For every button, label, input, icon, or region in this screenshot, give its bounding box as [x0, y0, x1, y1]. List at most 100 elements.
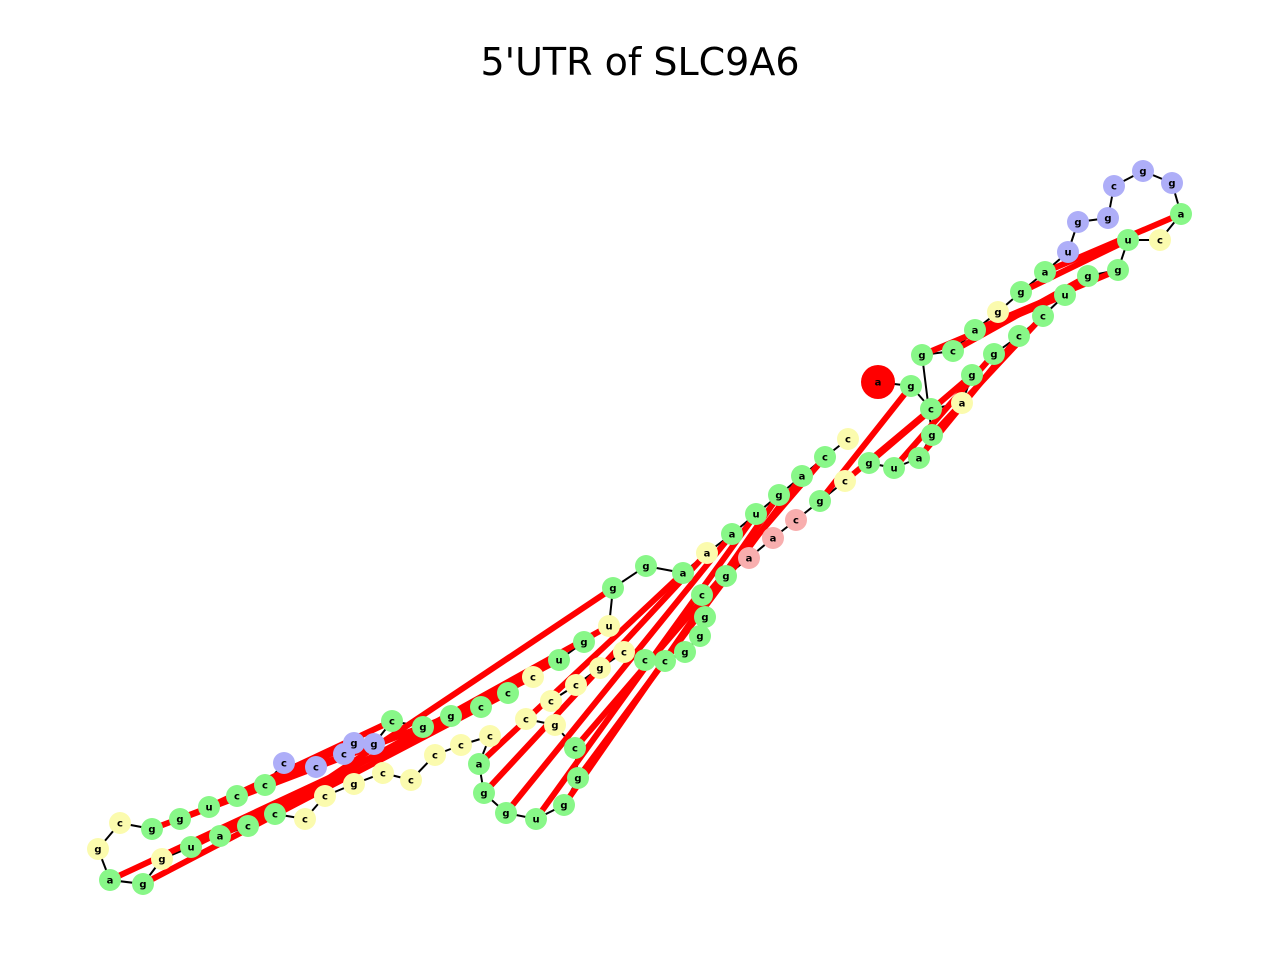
nucleotide-node — [470, 696, 492, 718]
nucleotide-node — [791, 465, 813, 487]
nucleotide-node — [573, 631, 595, 653]
nucleotide-node — [987, 301, 1009, 323]
nucleotide-node — [834, 470, 856, 492]
nucleotide-label: g — [580, 638, 587, 649]
nucleotide-77: c — [254, 774, 276, 796]
nucleotide-label: c — [822, 453, 828, 464]
nucleotide-node — [1103, 175, 1125, 197]
nucleotide-node — [983, 343, 1005, 365]
nucleotide-18: g — [1097, 207, 1119, 229]
nucleotide-22: g — [1010, 281, 1032, 303]
nucleotide-75: u — [198, 796, 220, 818]
nucleotide-30: g — [858, 452, 880, 474]
nucleotide-node — [1010, 281, 1032, 303]
nucleotide-node — [1132, 160, 1154, 182]
nucleotide-label: c — [842, 477, 848, 488]
nucleotide-66: a — [209, 825, 231, 847]
nucleotide-45: c — [565, 674, 587, 696]
nucleotide-label: g — [1017, 288, 1024, 299]
nucleotide-node — [294, 808, 316, 830]
nucleotide-43: c — [613, 641, 635, 663]
nucleotide-69: g — [132, 873, 154, 895]
nucleotide-node — [837, 428, 859, 450]
nucleotide-label: c — [380, 769, 386, 780]
nucleotide-39: g — [689, 625, 711, 647]
nucleotide-41: c — [654, 650, 676, 672]
nucleotide-label: a — [107, 876, 114, 887]
nucleotide-24: a — [964, 319, 986, 341]
nucleotide-67: u — [180, 836, 202, 858]
five-prime-end-node — [861, 365, 895, 399]
nucleotide-82: g — [363, 733, 385, 755]
nucleotide-label: c — [245, 822, 251, 833]
nucleotide-node — [109, 812, 131, 834]
nucleotide-label: c — [505, 689, 511, 700]
nucleotide-label: g — [1084, 272, 1091, 283]
nucleotide-label: c — [950, 347, 956, 358]
nucleotide-label: g — [148, 825, 155, 836]
nucleotide-label: c — [313, 763, 319, 774]
nucleotide-16: g — [1132, 160, 1154, 182]
nucleotide-label: g — [722, 572, 729, 583]
nucleotide-label: a — [972, 326, 979, 337]
nucleotide-29: u — [883, 457, 905, 479]
nucleotide-node — [273, 752, 295, 774]
nucleotide-node — [209, 825, 231, 847]
nucleotide-4: a — [951, 392, 973, 414]
nucleotide-59: c — [400, 769, 422, 791]
nucleotide-node — [540, 690, 562, 712]
nucleotide-label: g — [94, 845, 101, 856]
diagram-title: 5'UTR of SLC9A6 — [480, 40, 800, 84]
nucleotide-node — [715, 565, 737, 587]
nucleotide-17: c — [1103, 175, 1125, 197]
nucleotide-node — [305, 756, 327, 778]
nucleotide-20: u — [1057, 241, 1079, 263]
nucleotide-node — [768, 484, 790, 506]
nucleotide-86: c — [470, 696, 492, 718]
nucleotide-node — [721, 523, 743, 545]
nucleotide-60: c — [372, 762, 394, 784]
nucleotide-node — [785, 509, 807, 531]
nucleotide-node — [738, 547, 760, 569]
nucleotide-node — [495, 802, 517, 824]
nucleotide-19: g — [1067, 211, 1089, 233]
nucleotide-label: g — [907, 382, 914, 393]
nucleotide-90: g — [573, 631, 595, 653]
nucleotide-node — [635, 555, 657, 577]
nucleotide-label: a — [729, 530, 736, 541]
nucleotide-label: a — [799, 472, 806, 483]
nucleotide-79: c — [305, 756, 327, 778]
nucleotide-label: c — [1157, 236, 1163, 247]
nucleotide-label: g — [696, 632, 703, 643]
nucleotide-46: c — [540, 690, 562, 712]
nucleotide-68: g — [151, 848, 173, 870]
nucleotide-node — [1077, 265, 1099, 287]
nucleotide-11: g — [1107, 259, 1129, 281]
nucleotide-49: c — [564, 737, 586, 759]
nucleotide-6: g — [983, 343, 1005, 365]
nucleotide-label: a — [704, 549, 711, 560]
nucleotide-38: g — [694, 606, 716, 628]
nucleotide-81: g — [343, 732, 365, 754]
nucleotide-node — [400, 769, 422, 791]
nucleotide-label: g — [502, 809, 509, 820]
nucleotide-5: g — [961, 364, 983, 386]
nucleotide-node — [920, 398, 942, 420]
nucleotide-node — [1117, 229, 1139, 251]
nucleotide-76: c — [226, 785, 248, 807]
nucleotide-label: g — [1139, 167, 1146, 178]
nucleotide-node — [809, 490, 831, 512]
nucleotide-label: a — [746, 554, 753, 565]
nucleotide-label: g — [560, 801, 567, 812]
nucleotide-91: u — [598, 615, 620, 637]
nucleotide-node — [151, 848, 173, 870]
nucleotide-label: u — [1124, 236, 1131, 247]
nucleotide-label: a — [680, 569, 687, 580]
nucleotide-node — [450, 734, 472, 756]
base-pair-bond — [867, 372, 974, 466]
nucleotide-14: a — [1170, 203, 1192, 225]
nucleotide-96: a — [721, 523, 743, 545]
nucleotide-node — [522, 666, 544, 688]
nucleotide-93: g — [635, 555, 657, 577]
nucleotide-8: c — [1032, 305, 1054, 327]
